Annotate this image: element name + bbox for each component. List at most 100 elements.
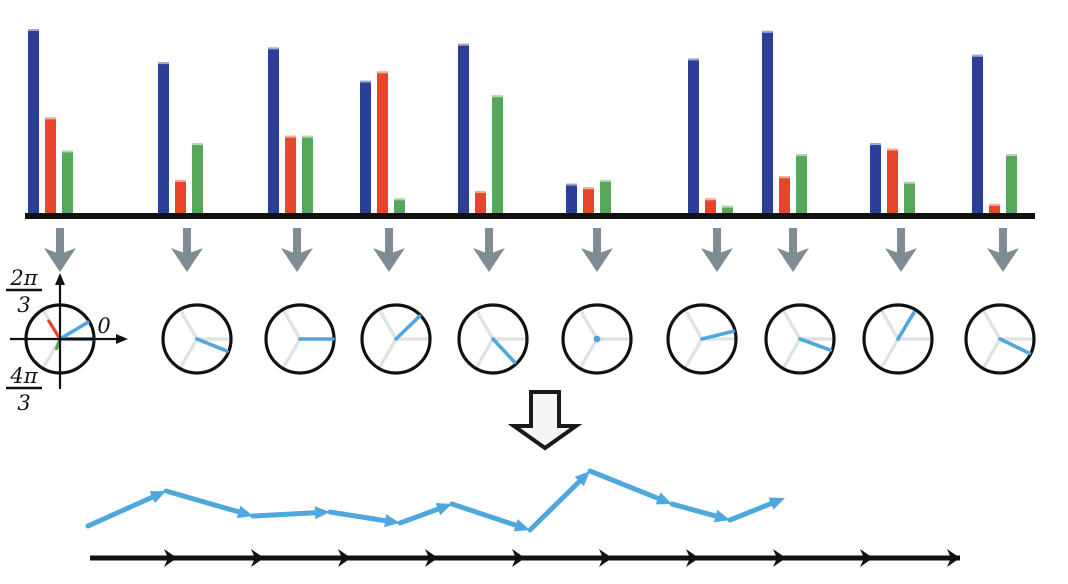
resultant-vector	[394, 314, 422, 341]
trajectory-vector	[449, 501, 530, 532]
time-axis-arrowhead	[686, 549, 699, 567]
vector-shaft	[587, 468, 666, 503]
arrow-shaft	[485, 228, 493, 254]
phase-fraction-label: 4π3	[6, 364, 42, 415]
bar-highlight	[192, 143, 203, 146]
time-axis-arrowhead	[338, 549, 351, 567]
bar-highlight	[360, 80, 371, 83]
vector-arrowhead	[713, 509, 730, 523]
arrow-head	[885, 248, 917, 272]
phase-spoke	[879, 307, 900, 341]
bar-highlight	[302, 135, 313, 138]
bar-component-2	[887, 148, 898, 213]
bar-group	[28, 29, 73, 213]
arrow-shaft	[293, 228, 301, 254]
time-axis-arrowhead	[773, 549, 786, 567]
bar-chart-baseline	[25, 213, 1035, 219]
bar-component-2	[175, 179, 186, 213]
phase-circle-outline	[360, 303, 432, 375]
bar-group	[268, 47, 313, 214]
component-vector-component-2	[47, 319, 62, 341]
phase-circle	[666, 303, 738, 375]
phase-spoke	[178, 307, 199, 341]
grey-down-arrow	[581, 228, 613, 272]
vector-arrowhead	[384, 514, 400, 528]
trajectory-vector	[397, 503, 452, 526]
bar-highlight	[989, 203, 1000, 206]
bar-component-1	[972, 54, 983, 214]
vector-shaft	[397, 504, 446, 526]
bar-highlight	[972, 54, 983, 57]
grey-down-arrow	[777, 228, 809, 272]
bar-highlight	[28, 29, 39, 31]
bar-highlight	[268, 47, 279, 50]
bar-component-2	[989, 203, 1000, 213]
grey-down-arrow	[281, 228, 313, 272]
resultant-vector	[700, 329, 736, 341]
arrow-shaft	[897, 228, 905, 254]
bar-component-3	[192, 143, 203, 213]
resultant-vector	[491, 337, 517, 365]
bar-component-2	[705, 198, 716, 213]
arrow-head	[473, 248, 505, 272]
vector-shaft	[250, 510, 323, 519]
arrow-shaft	[385, 228, 393, 254]
bar-component-3	[722, 205, 733, 213]
bar-component-3	[1006, 154, 1017, 213]
bar-highlight	[566, 183, 577, 186]
white-block-down-arrow	[507, 390, 583, 451]
resultant-vector	[798, 337, 833, 352]
phase-axis-arrow-right	[116, 334, 128, 344]
label-four-pi-over-three-numerator: 4π	[9, 364, 38, 388]
arrow-head	[701, 248, 733, 272]
label-zero-phase: 0	[97, 314, 110, 338]
bar-highlight	[600, 179, 611, 182]
time-axis-arrowhead	[425, 549, 438, 567]
trajectory-vector	[669, 501, 730, 523]
phase-circle	[360, 303, 432, 375]
grey-down-arrow	[171, 228, 203, 272]
time-axis-arrowhead	[164, 549, 177, 567]
phase-fraction-label: 2π3	[6, 266, 42, 317]
time-axis-arrowhead	[251, 549, 264, 567]
time-axis	[90, 549, 960, 567]
resultant-vector-zero	[593, 335, 601, 343]
arrow-shaft	[593, 228, 601, 254]
bar-highlight	[762, 30, 773, 33]
bar-highlight	[285, 135, 296, 138]
phase-spoke	[683, 307, 704, 341]
bar-component-3	[904, 181, 915, 213]
bar-highlight	[688, 58, 699, 61]
bar-component-3	[796, 154, 807, 213]
time-axis-arrowhead	[860, 549, 873, 567]
phase-circle	[964, 303, 1036, 375]
bar-highlight	[796, 154, 807, 157]
bar-group	[688, 58, 733, 213]
vector-arrowhead	[655, 492, 672, 505]
phase-spoke	[281, 337, 302, 371]
bar-group	[158, 62, 203, 214]
vector-shaft	[727, 499, 779, 523]
trajectory-vector	[327, 509, 400, 528]
grey-down-arrow	[473, 228, 505, 272]
vector-shaft	[85, 492, 160, 529]
bar-highlight	[394, 198, 405, 201]
resultant-vector	[896, 310, 916, 341]
phase-spoke	[474, 337, 495, 371]
phase-spoke	[281, 307, 302, 341]
bar-component-2	[475, 190, 486, 213]
vector-shaft	[449, 501, 524, 530]
time-axis-arrowhead	[512, 549, 525, 567]
bar-highlight	[583, 187, 594, 190]
phase-spoke	[781, 337, 802, 371]
phase-circle-outline	[457, 303, 529, 375]
bar-highlight	[158, 62, 169, 65]
vector-shaft	[163, 488, 246, 516]
phase-circle-outline	[161, 303, 233, 375]
phase-spoke	[578, 307, 599, 341]
bar-highlight	[475, 190, 486, 193]
